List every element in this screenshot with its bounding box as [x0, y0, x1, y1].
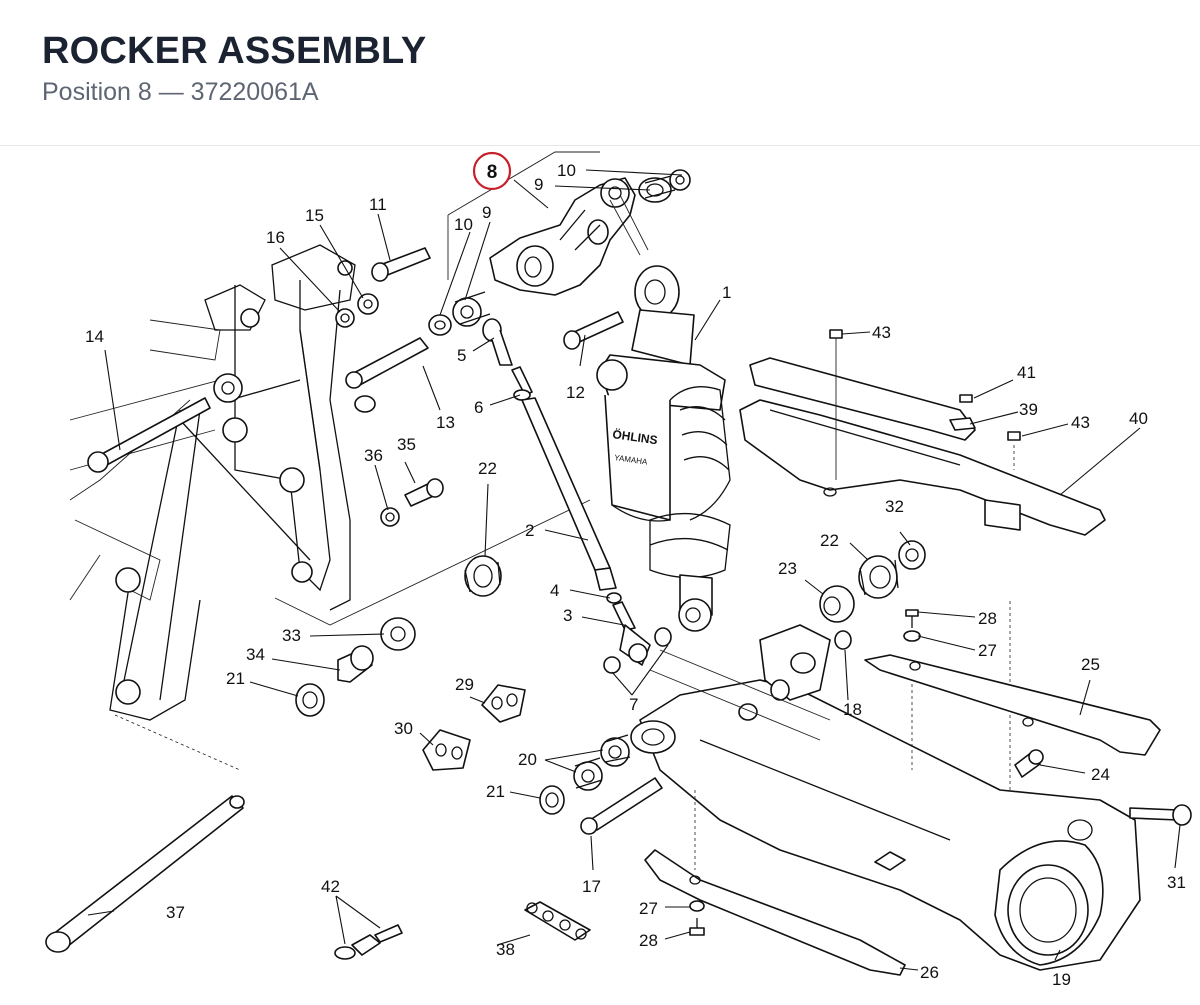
- callout-19: 19: [1052, 970, 1071, 989]
- callout-24: 24: [1091, 765, 1110, 784]
- rocker-arm-part[interactable]: [489, 177, 649, 296]
- callout-27: 27: [978, 641, 997, 660]
- bolt-43-upper[interactable]: [829, 329, 843, 480]
- frame-drawing: [69, 244, 356, 771]
- callout-43: 43: [1071, 413, 1090, 432]
- callout-34: 34: [246, 645, 265, 664]
- callout-10: 10: [454, 215, 473, 234]
- callout-12: 12: [566, 383, 585, 402]
- callout-21: 21: [486, 782, 505, 801]
- callout-25: 25: [1081, 655, 1100, 674]
- nut-27-lower[interactable]: [689, 900, 705, 912]
- nut-27-upper[interactable]: [903, 630, 921, 642]
- chain-slider-41[interactable]: [749, 357, 976, 441]
- pin-13[interactable]: [345, 337, 429, 413]
- bushings-left[interactable]: [295, 555, 502, 717]
- bearings-20-21[interactable]: [539, 734, 631, 815]
- callout-8: 8: [487, 162, 498, 183]
- bolt-17[interactable]: [580, 777, 663, 835]
- bolt-24[interactable]: [1014, 749, 1044, 778]
- callout-4: 4: [550, 581, 559, 600]
- highlight-callout-8[interactable]: 8: [472, 151, 512, 191]
- chain-guard-40[interactable]: [739, 399, 1106, 536]
- header: ROCKER ASSEMBLY Position 8 — 37220061A: [0, 0, 1200, 146]
- chain-slider-25[interactable]: [864, 654, 1161, 756]
- callout-18: 18: [843, 700, 862, 719]
- link-rod[interactable]: [482, 318, 672, 674]
- bolt-14[interactable]: [87, 397, 211, 473]
- rubber-part-30[interactable]: [422, 729, 471, 771]
- callout-43: 43: [872, 323, 891, 342]
- callout-17: 17: [582, 877, 601, 896]
- callout-40: 40: [1129, 409, 1148, 428]
- callout-28: 28: [978, 609, 997, 628]
- callout-28: 28: [639, 931, 658, 950]
- page-title: ROCKER ASSEMBLY: [42, 30, 427, 72]
- chain-slider-26[interactable]: [644, 849, 906, 976]
- callout-1: 1: [722, 283, 731, 302]
- callout-42: 42: [321, 877, 340, 896]
- callout-31: 31: [1167, 873, 1186, 892]
- callout-38: 38: [496, 940, 515, 959]
- callout-27: 27: [639, 899, 658, 918]
- bolt-41-screw[interactable]: [959, 394, 973, 403]
- callout-labels: 10 9 10 9 11 15 16 13 14 5 6 12 1 2 4 3 …: [85, 161, 1186, 989]
- needle-bearing-upper[interactable]: [638, 169, 691, 203]
- callout-3: 3: [563, 606, 572, 625]
- callout-9: 9: [534, 175, 543, 194]
- callout-22: 22: [478, 459, 497, 478]
- callout-21: 21: [226, 669, 245, 688]
- axle-37[interactable]: [45, 795, 245, 953]
- callout-14: 14: [85, 327, 104, 346]
- bolt-28-lower[interactable]: [689, 918, 705, 936]
- callout-30: 30: [394, 719, 413, 738]
- bolt-12[interactable]: [563, 311, 624, 350]
- bolt-11[interactable]: [371, 247, 431, 282]
- callout-29: 29: [455, 675, 474, 694]
- callout-16: 16: [266, 228, 285, 247]
- callout-32: 32: [885, 497, 904, 516]
- callout-26: 26: [920, 963, 939, 982]
- callout-13: 13: [436, 413, 455, 432]
- bolt-31[interactable]: [1129, 804, 1192, 826]
- shock-absorber[interactable]: ÖHLINS YAMAHA: [596, 265, 731, 632]
- bushings-right[interactable]: [819, 540, 926, 650]
- master-link-42[interactable]: [334, 924, 403, 960]
- callout-39: 39: [1019, 400, 1038, 419]
- callout-37: 37: [166, 903, 185, 922]
- bolt-28-upper[interactable]: [905, 609, 919, 628]
- page-subtitle: Position 8 — 37220061A: [42, 78, 319, 106]
- callout-22: 22: [820, 531, 839, 550]
- callout-5: 5: [457, 346, 466, 365]
- rocker-group-outline: [274, 151, 600, 626]
- callout-15: 15: [305, 206, 324, 225]
- bolt-43-right[interactable]: [1007, 431, 1021, 470]
- washers-15-16[interactable]: [335, 293, 379, 328]
- needle-bearing-lower[interactable]: [428, 291, 491, 336]
- callout-7: 7: [629, 695, 638, 714]
- callout-2: 2: [525, 521, 534, 540]
- rubber-part-29[interactable]: [481, 684, 526, 723]
- bolt-35-washer-36[interactable]: [380, 478, 444, 527]
- callout-36: 36: [364, 446, 383, 465]
- chain-link-38[interactable]: [524, 901, 591, 941]
- shock-brand-text: ÖHLINS: [612, 426, 659, 447]
- callout-10: 10: [557, 161, 576, 180]
- swingarm[interactable]: [630, 600, 1141, 971]
- callout-41: 41: [1017, 363, 1036, 382]
- callout-9: 9: [482, 203, 491, 222]
- callout-11: 11: [369, 195, 387, 214]
- callout-35: 35: [397, 435, 416, 454]
- callout-20: 20: [518, 750, 537, 769]
- callout-33: 33: [282, 626, 301, 645]
- callout-23: 23: [778, 559, 797, 578]
- leader-lines: [87, 169, 1181, 971]
- callout-6: 6: [474, 398, 483, 417]
